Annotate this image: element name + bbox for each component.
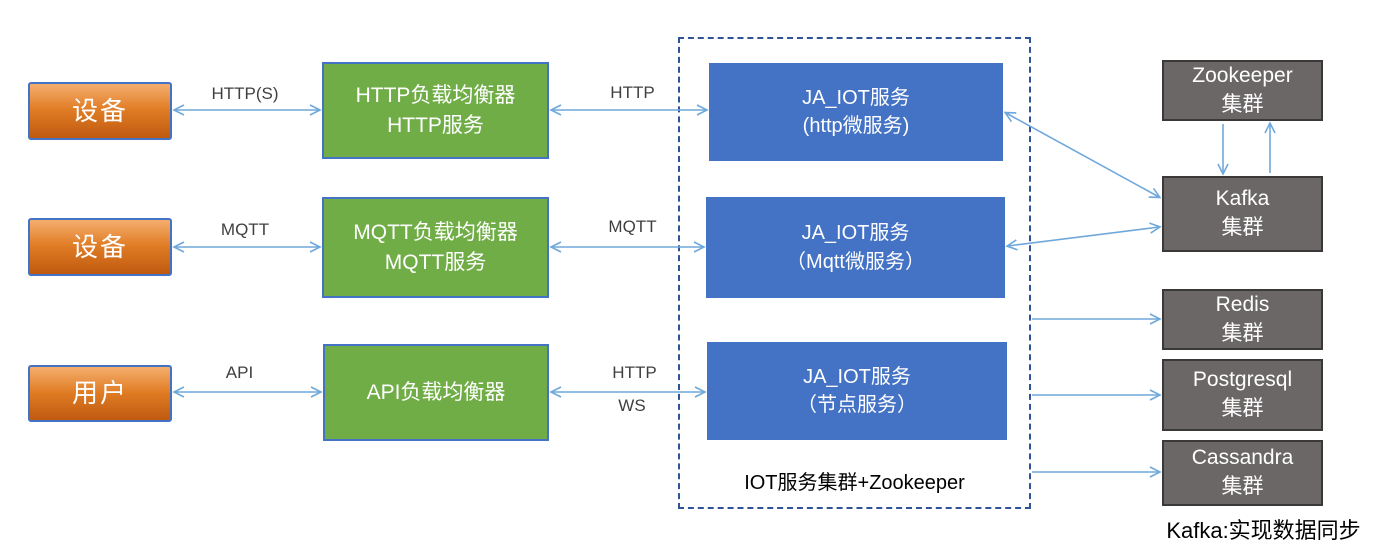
iot-http-service-line1: JA_IOT服务 bbox=[802, 86, 910, 109]
kafka-cluster-line1: Kafka bbox=[1215, 187, 1270, 211]
http-loadbalancer-line1: HTTP负载均衡器 bbox=[355, 83, 516, 107]
device-node-1: 设备 bbox=[28, 82, 172, 140]
cassandra-cluster-node: Cassandra 集群 bbox=[1162, 440, 1323, 506]
http-loadbalancer-line2: HTTP服务 bbox=[387, 113, 484, 137]
kafka-cluster-node: Kafka 集群 bbox=[1162, 176, 1323, 252]
postgresql-cluster-line1: Postgresql bbox=[1192, 368, 1293, 392]
cassandra-cluster-line1: Cassandra bbox=[1191, 446, 1294, 470]
edge-label-mqtt-device: MQTT bbox=[220, 220, 270, 239]
iot-mqtt-service-node: JA_IOT服务 （Mqtt微服务） bbox=[706, 197, 1005, 298]
mqtt-loadbalancer-line2: MQTT服务 bbox=[384, 250, 487, 274]
iot-cluster-container bbox=[678, 37, 1031, 509]
mqtt-loadbalancer-line1: MQTT负载均衡器 bbox=[353, 220, 518, 244]
device-node-1-label: 设备 bbox=[71, 95, 128, 126]
iot-http-service-node: JA_IOT服务 (http微服务) bbox=[709, 63, 1003, 161]
http-loadbalancer-node: HTTP负载均衡器 HTTP服务 bbox=[322, 62, 549, 159]
postgresql-cluster-node: Postgresql 集群 bbox=[1162, 359, 1323, 431]
zookeeper-cluster-line2: 集群 bbox=[1221, 92, 1264, 116]
iot-node-service-node: JA_IOT服务 （节点服务） bbox=[707, 342, 1007, 440]
kafka-cluster-line2: 集群 bbox=[1221, 216, 1264, 239]
iot-http-service-line2: (http微服务) bbox=[802, 115, 910, 137]
zookeeper-cluster-node: Zookeeper 集群 bbox=[1162, 60, 1323, 121]
redis-cluster-line2: 集群 bbox=[1221, 321, 1264, 345]
mqtt-loadbalancer-node: MQTT负载均衡器 MQTT服务 bbox=[322, 197, 549, 298]
iot-mqtt-service-line2: （Mqtt微服务） bbox=[786, 250, 925, 273]
edge-label-https: HTTP(S) bbox=[211, 84, 279, 103]
iot-node-service-line1: JA_IOT服务 bbox=[803, 365, 911, 388]
cassandra-cluster-line2: 集群 bbox=[1221, 475, 1264, 498]
edge-label-mqtt-lb: MQTT bbox=[608, 217, 657, 236]
edge-label-http-ws-bottom: WS bbox=[618, 396, 646, 415]
user-node-label: 用户 bbox=[71, 378, 128, 409]
edge-label-api: API bbox=[225, 363, 254, 382]
redis-cluster-node: Redis 集群 bbox=[1162, 289, 1323, 350]
iot-mqtt-service-line1: JA_IOT服务 bbox=[801, 222, 910, 245]
kafka-sync-footnote: Kafka:实现数据同步 bbox=[1166, 518, 1361, 543]
edge-label-http-ws-top: HTTP bbox=[612, 363, 657, 382]
api-loadbalancer-line1: API负载均衡器 bbox=[366, 380, 506, 404]
api-loadbalancer-node: API负载均衡器 bbox=[323, 344, 549, 441]
edge-label-http-lb: HTTP bbox=[610, 83, 655, 102]
user-node: 用户 bbox=[28, 365, 172, 422]
iot-node-service-line2: （节点服务） bbox=[797, 394, 917, 416]
zookeeper-cluster-line1: Zookeeper bbox=[1192, 63, 1293, 87]
postgresql-cluster-line2: 集群 bbox=[1221, 397, 1264, 420]
redis-cluster-line1: Redis bbox=[1215, 292, 1270, 316]
device-node-2-label: 设备 bbox=[71, 231, 128, 262]
iot-cluster-container-label: IOT服务集群+Zookeeper bbox=[744, 472, 965, 494]
device-node-2: 设备 bbox=[28, 218, 172, 276]
